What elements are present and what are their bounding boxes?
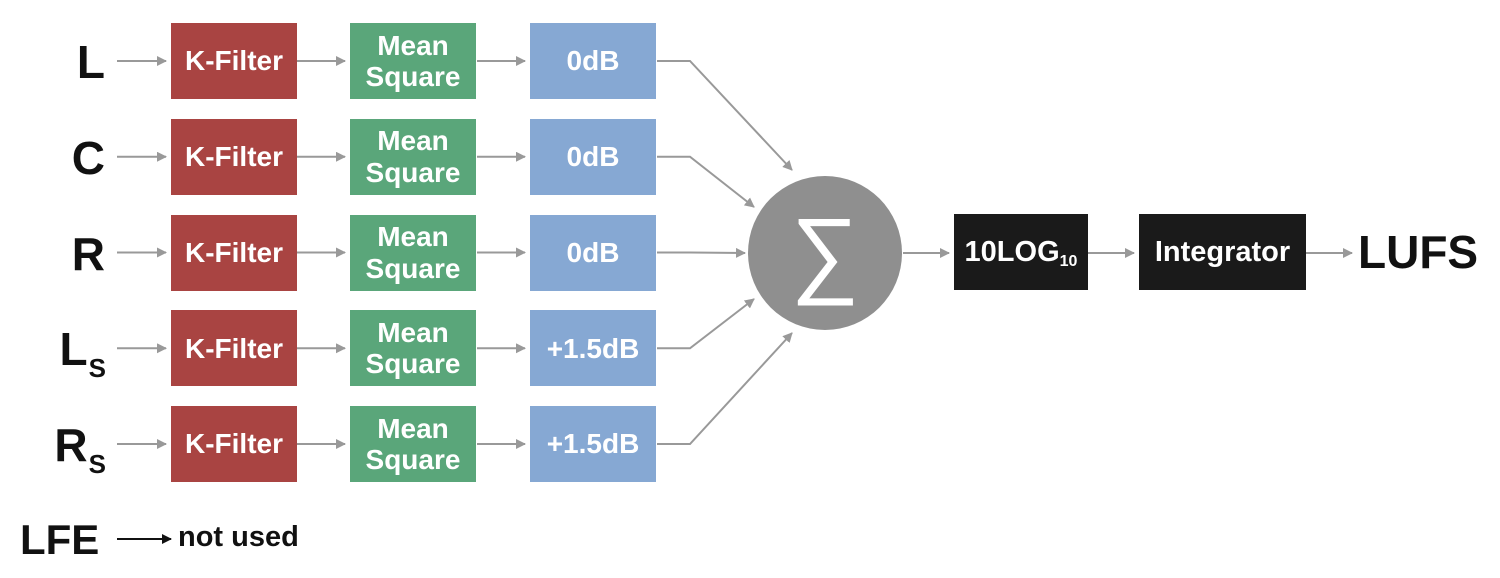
mean-square-line2: Square bbox=[365, 61, 461, 92]
k-filter-block: K-Filter bbox=[171, 23, 297, 99]
k-filter-block: K-Filter bbox=[171, 310, 297, 387]
channel-name: L bbox=[76, 36, 105, 88]
gain-to-sum-arrow bbox=[657, 298, 755, 350]
sigma-symbol: ∑ bbox=[790, 199, 860, 306]
mean-square-line2: Square bbox=[365, 252, 461, 284]
gain-block: +1.5dB bbox=[530, 310, 656, 387]
output-label: LUFS bbox=[1358, 226, 1479, 278]
mean-square-line1: Mean bbox=[377, 125, 449, 157]
integrator-block: Integrator bbox=[1139, 214, 1306, 290]
integrator-label: Integrator bbox=[1154, 235, 1291, 268]
lfe-note: not used bbox=[178, 521, 299, 553]
channel-name: L bbox=[59, 323, 88, 376]
channel-label: LS bbox=[10, 323, 106, 381]
channel-subscript: S bbox=[88, 353, 106, 384]
channel-subscript: S bbox=[88, 449, 106, 479]
mean-square-line2: Square bbox=[365, 348, 461, 380]
log-label: 10LOG bbox=[964, 235, 1060, 268]
gain-to-sum-arrow bbox=[657, 332, 793, 445]
gain-block: 0dB bbox=[530, 118, 656, 195]
gain-block: 0dB bbox=[530, 23, 656, 99]
k-filter-block: K-Filter bbox=[171, 406, 297, 482]
mean-square-line2: Square bbox=[365, 444, 461, 475]
mean-square-line1: Mean bbox=[377, 29, 449, 61]
lfe-label: LFE bbox=[20, 516, 100, 563]
channel-label: C bbox=[10, 135, 106, 181]
mean-square-line1: Mean bbox=[377, 221, 449, 253]
k-filter-block: K-Filter bbox=[171, 118, 297, 195]
channel-label: L bbox=[10, 39, 106, 85]
channel-name: R bbox=[54, 419, 88, 471]
channel-label: RS bbox=[10, 419, 106, 477]
gain-block: 0dB bbox=[530, 214, 656, 291]
mean-square-line1: Mean bbox=[377, 412, 449, 444]
gain-block: +1.5dB bbox=[530, 406, 656, 482]
log-subscript: 10 bbox=[1059, 253, 1078, 271]
gain-to-sum-arrow bbox=[657, 247, 746, 258]
channel-name: C bbox=[71, 131, 105, 184]
summation-node: ∑ bbox=[748, 176, 902, 330]
k-filter-block: K-Filter bbox=[171, 214, 297, 291]
mean-square-line2: Square bbox=[365, 156, 461, 188]
channel-label: R bbox=[10, 231, 106, 277]
gain-to-sum-arrow bbox=[657, 60, 793, 171]
gain-to-sum-arrow bbox=[657, 155, 755, 208]
mean-square-line1: Mean bbox=[377, 316, 449, 348]
channel-name: R bbox=[71, 227, 105, 280]
